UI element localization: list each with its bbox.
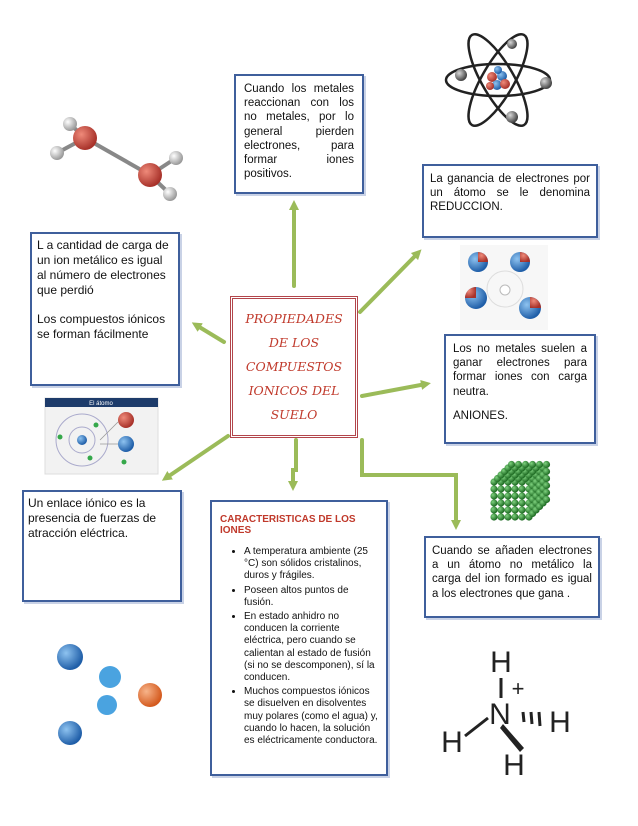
atom-diagram-title: El átomo bbox=[89, 401, 113, 407]
arrow-right bbox=[360, 380, 431, 398]
ammonium-n: N bbox=[489, 698, 511, 731]
lattice-atom bbox=[518, 499, 526, 507]
lattice-atom bbox=[535, 460, 544, 469]
arrow-lower-left bbox=[161, 434, 230, 481]
lattice-atom bbox=[518, 485, 526, 493]
arrow-down bbox=[288, 438, 298, 491]
text-aniones: ANIONES. bbox=[453, 409, 508, 422]
lattice-atom bbox=[511, 485, 519, 493]
lattice-atom bbox=[518, 513, 526, 521]
lattice-atom bbox=[490, 485, 498, 493]
lattice-atom bbox=[511, 506, 519, 514]
box-enlace: Un enlace iónico es la presencia de fuer… bbox=[22, 490, 182, 602]
caracteristicas-title: CARACTERISTICAS DE LOS IONES bbox=[220, 514, 356, 536]
lattice-atom bbox=[542, 467, 551, 476]
lattice-atom bbox=[542, 488, 551, 497]
lattice-atom bbox=[521, 460, 530, 469]
box-reduccion: La ganancia de electrones por un átomo s… bbox=[422, 164, 598, 238]
caracteristicas-list: A temperatura ambiente (25 °C) son sólid… bbox=[220, 546, 378, 747]
box-carga: L a cantidad de carga de un ion metálico… bbox=[30, 232, 180, 386]
text-no-metales: Los no metales suelen a ganar electrones… bbox=[453, 343, 587, 398]
ammonium-h-bottom: H bbox=[503, 749, 525, 782]
caracteristica-item: A temperatura ambiente (25 °C) son sólid… bbox=[244, 546, 378, 583]
lattice-atom bbox=[511, 513, 519, 521]
ammonium-h-left: H bbox=[441, 726, 463, 759]
arrow-upper-right bbox=[358, 249, 422, 314]
lattice-atom bbox=[497, 485, 505, 493]
caracteristica-item: Muchos compuestos iónicos se disuelven e… bbox=[244, 686, 378, 747]
lattice-atom bbox=[504, 485, 512, 493]
lattice-atom bbox=[497, 499, 505, 507]
lattice-atom bbox=[504, 499, 512, 507]
box-anaden: Cuando se añaden electrones a un átomo n… bbox=[424, 536, 600, 618]
ions-image bbox=[460, 245, 548, 330]
lattice-atom bbox=[490, 492, 498, 500]
lattice-atom bbox=[542, 474, 551, 483]
lattice-atom bbox=[497, 506, 505, 514]
lattice-atom bbox=[490, 506, 498, 514]
caracteristica-item: En estado anhidro no conducen la corrien… bbox=[244, 611, 378, 684]
lattice-atom bbox=[518, 506, 526, 514]
box-no-metales: Los no metales suelen a ganar electrones… bbox=[444, 334, 596, 444]
ammonium-h-top: H bbox=[490, 646, 512, 679]
lattice-atom bbox=[542, 495, 551, 504]
text-metales: Cuando los metales reaccionan con los no… bbox=[244, 83, 354, 181]
arrow-left bbox=[191, 322, 226, 344]
lattice-atom bbox=[518, 492, 526, 500]
lattice-atom bbox=[490, 513, 498, 521]
caracteristica-item: Poseen altos puntos de fusión. bbox=[244, 585, 378, 609]
crystal-lattice-image bbox=[490, 460, 551, 521]
box-metales: Cuando los metales reaccionan con los no… bbox=[234, 74, 364, 194]
center-topic-box: PROPIEDADES DE LOS COMPUESTOS IONICOS DE… bbox=[230, 296, 358, 438]
text-carga: L a cantidad de carga de un ion metálico… bbox=[37, 238, 169, 297]
lattice-atom bbox=[514, 460, 523, 469]
text-compuestos: Los compuestos iónicos se forman fácilme… bbox=[37, 312, 166, 341]
colored-dots-image bbox=[57, 644, 162, 745]
lattice-atom bbox=[542, 481, 551, 490]
connector-arrows bbox=[161, 200, 461, 530]
box-caracteristicas: CARACTERISTICAS DE LOS IONES A temperatu… bbox=[210, 500, 388, 776]
text-reduccion: La ganancia de electrones por un átomo s… bbox=[430, 173, 590, 214]
text-enlace: Un enlace iónico es la presencia de fuer… bbox=[28, 496, 157, 540]
lattice-atom bbox=[490, 499, 498, 507]
atom-diagram-image: El átomo bbox=[44, 397, 159, 475]
center-title: PROPIEDADES DE LOS COMPUESTOS IONICOS DE… bbox=[245, 311, 343, 422]
lattice-atom bbox=[504, 492, 512, 500]
lattice-atom bbox=[511, 499, 519, 507]
lattice-atom bbox=[504, 513, 512, 521]
lattice-atom bbox=[497, 492, 505, 500]
atom-icon bbox=[444, 33, 552, 127]
ammonium-plus: + bbox=[512, 676, 525, 701]
lattice-atom bbox=[528, 460, 537, 469]
text-anaden: Cuando se añaden electrones a un átomo n… bbox=[432, 545, 592, 600]
arrow-lower-right bbox=[360, 438, 461, 530]
ammonium-structure-image: H N + H H H bbox=[441, 646, 571, 782]
lattice-atom bbox=[507, 460, 516, 469]
lattice-atom bbox=[511, 492, 519, 500]
lattice-atom bbox=[542, 460, 551, 469]
ammonium-h-right: H bbox=[549, 706, 571, 739]
water-molecules-image bbox=[50, 117, 183, 201]
lattice-atom bbox=[497, 513, 505, 521]
lattice-atom bbox=[504, 506, 512, 514]
